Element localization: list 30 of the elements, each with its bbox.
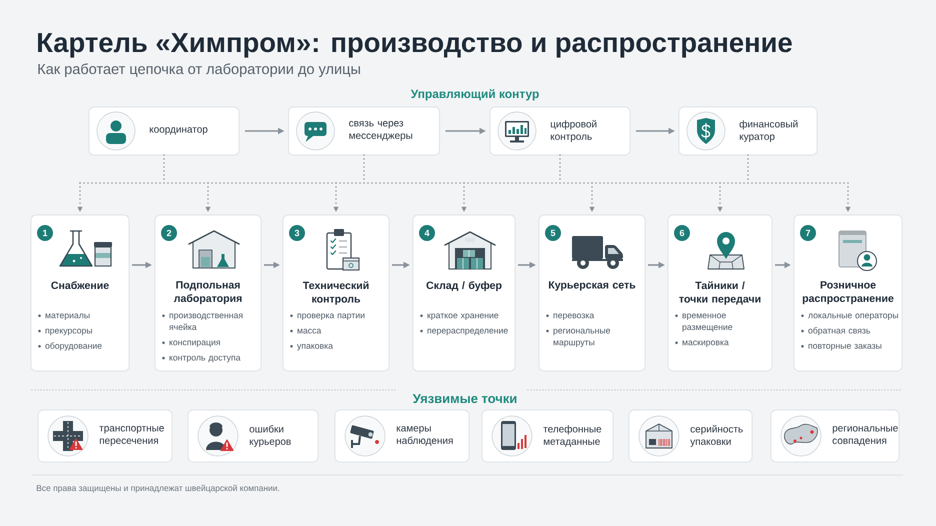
subtitle: Как работает цепочка от лаборатории до улицы	[38, 63, 360, 77]
list-item: краткое хранение	[428, 314, 498, 320]
list-item: перевозка	[554, 314, 594, 320]
list-item: перераспределение	[428, 328, 508, 336]
list-item: упаковка	[297, 344, 333, 351]
list-item: материалы	[46, 314, 90, 320]
section-heading: Уязвимые точки	[412, 394, 516, 404]
list-item: конспирация	[170, 340, 220, 348]
list-item: обратная связь	[808, 327, 870, 336]
list-item: локальные операторы	[808, 314, 898, 320]
number-badge: 4	[419, 225, 435, 241]
list-item: региональные маршруты	[554, 328, 610, 348]
number-badge: 3	[289, 225, 305, 241]
number-badge: 6	[674, 225, 690, 241]
number-badge: 7	[800, 225, 816, 241]
number-badge: 2	[161, 225, 177, 241]
list-item: проверка партии	[298, 314, 364, 320]
list-item: оборудование	[45, 342, 102, 351]
list-item: производственная ячейка	[169, 314, 242, 330]
list-item: контроль доступа	[170, 356, 240, 362]
number-badge: 1	[37, 225, 53, 241]
number-badge: 5	[545, 225, 561, 241]
list-item: повторные заказы	[808, 344, 882, 351]
list-item: масса	[298, 328, 322, 334]
list-item: временное размещение	[682, 314, 732, 332]
title: Картель «Химпром»: производство и распространение	[38, 33, 792, 58]
list-item: маскировка	[682, 340, 729, 348]
list-item: прекурсоры	[46, 328, 92, 336]
footer-note: Все права защищены и принадлежат швейцарской компании.	[36, 484, 280, 493]
section-heading: Управляющий контур	[410, 89, 539, 100]
